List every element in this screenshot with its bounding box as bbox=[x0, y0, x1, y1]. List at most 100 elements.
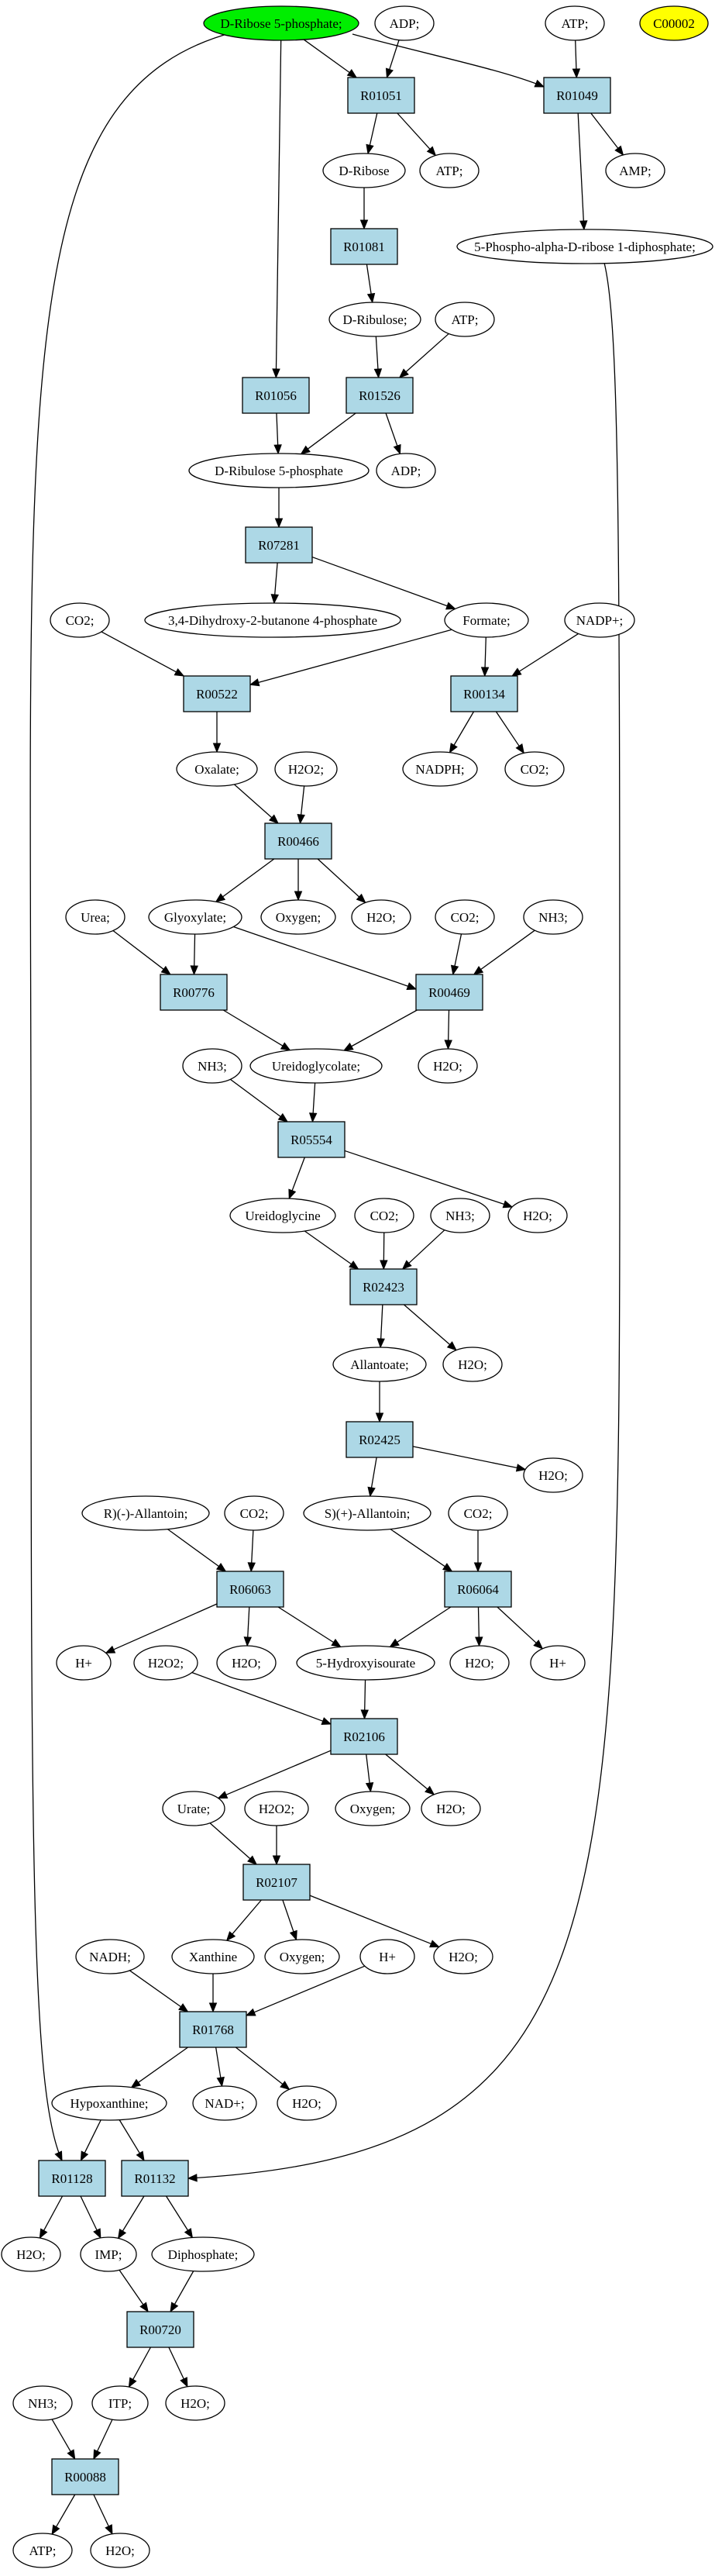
compound-node-c_h2o_1[interactable]: H2O; bbox=[351, 899, 411, 935]
compound-node-c_urate[interactable]: Urate; bbox=[162, 1791, 225, 1826]
reaction-node-r_R02423[interactable]: R02423 bbox=[349, 1268, 418, 1305]
compound-node-c_hypoxanthine[interactable]: Hypoxanthine; bbox=[51, 2085, 167, 2121]
compound-node-c_prpp[interactable]: 5-Phospho-alpha-D-ribose 1-diphosphate; bbox=[456, 229, 713, 264]
node-label: ITP; bbox=[108, 2396, 132, 2411]
compound-node-c_glyoxylate[interactable]: Glyoxylate; bbox=[148, 899, 242, 935]
compound-node-c_formate[interactable]: Formate; bbox=[444, 602, 529, 638]
compound-node-c_atp3[interactable]: ATP; bbox=[435, 302, 495, 337]
compound-node-c_co2_3[interactable]: CO2; bbox=[435, 899, 495, 935]
compound-node-c_allantoate[interactable]: Allantoate; bbox=[332, 1347, 427, 1382]
reaction-node-r_R06063[interactable]: R06063 bbox=[216, 1571, 284, 1608]
compound-node-c_h2o_7[interactable]: H2O; bbox=[449, 1645, 510, 1681]
compound-node-c_ureidoglycine[interactable]: Ureidoglycine bbox=[229, 1198, 336, 1233]
node-label: NADPH; bbox=[415, 762, 464, 777]
reaction-node-r_R00522[interactable]: R00522 bbox=[183, 675, 251, 712]
reaction-node-r_R06064[interactable]: R06064 bbox=[444, 1571, 512, 1608]
compound-node-c_imp[interactable]: IMP; bbox=[80, 2236, 137, 2272]
reaction-node-r_R00720[interactable]: R00720 bbox=[126, 2311, 194, 2348]
compound-node-c_h2o_13[interactable]: H2O; bbox=[90, 2533, 150, 2568]
node-label: R01049 bbox=[556, 88, 598, 103]
compound-node-c_co2_6[interactable]: CO2; bbox=[448, 1495, 508, 1531]
compound-node-c_h2o_12[interactable]: H2O; bbox=[165, 2385, 225, 2421]
compound-node-c_nadph[interactable]: NADPH; bbox=[402, 751, 478, 787]
node-label: H2O; bbox=[232, 1656, 261, 1671]
compound-node-c_h2o_10[interactable]: H2O; bbox=[277, 2085, 337, 2121]
compound-node-c_amp[interactable]: AMP; bbox=[605, 153, 665, 188]
reaction-node-r_R01056[interactable]: R01056 bbox=[242, 377, 310, 414]
reaction-node-r_R07281[interactable]: R07281 bbox=[245, 526, 313, 564]
compound-node-c_oxygen1[interactable]: Oxygen; bbox=[260, 899, 336, 935]
compound-node-c_adp2[interactable]: ADP; bbox=[376, 453, 436, 488]
compound-node-c_dhbp[interactable]: 3,4-Dihydroxy-2-butanone 4-phosphate bbox=[144, 602, 401, 638]
compound-node-c_ureidoglycolate[interactable]: Ureidoglycolate; bbox=[249, 1048, 383, 1084]
reaction-node-r_R02107[interactable]: R02107 bbox=[242, 1864, 311, 1901]
compound-node-c_nadp[interactable]: NADP+; bbox=[564, 602, 635, 638]
compound-node-c_atp_top[interactable]: ATP; bbox=[545, 5, 605, 41]
compound-node-c_co2_4[interactable]: CO2; bbox=[354, 1198, 414, 1233]
reaction-node-r_R01049[interactable]: R01049 bbox=[543, 77, 611, 114]
compound-node-c_nh3_4[interactable]: NH3; bbox=[12, 2385, 73, 2421]
compound-node-c_h2o_8[interactable]: H2O; bbox=[421, 1791, 481, 1826]
compound-node-c_h2o_11[interactable]: H2O; bbox=[1, 2236, 61, 2272]
compound-node-c_h2o2_3[interactable]: H2O2; bbox=[244, 1791, 309, 1826]
compound-node-c_oxygen3[interactable]: Oxygen; bbox=[264, 1939, 340, 1974]
reaction-node-r_R00134[interactable]: R00134 bbox=[450, 675, 518, 712]
compound-node-c_oxalate[interactable]: Oxalate; bbox=[176, 751, 258, 787]
compound-node-c_co2_5[interactable]: CO2; bbox=[224, 1495, 284, 1531]
compound-node-c_h2o_6[interactable]: H2O; bbox=[216, 1645, 277, 1681]
compound-node-c_h_1[interactable]: H+ bbox=[56, 1645, 112, 1681]
edge-line bbox=[191, 1671, 324, 1723]
reaction-node-r_R02106[interactable]: R02106 bbox=[330, 1718, 398, 1755]
compound-node-c_h_3[interactable]: H+ bbox=[359, 1939, 415, 1974]
compound-node-c_s_allantoin[interactable]: S)(+)-Allantoin; bbox=[303, 1495, 431, 1531]
reaction-node-r_R01081[interactable]: R01081 bbox=[330, 228, 398, 265]
compound-node-c_r_allantoin[interactable]: R)(-)-Allantoin; bbox=[81, 1495, 210, 1531]
compound-node-c_hydroxyisourate[interactable]: 5-Hydroxyisourate bbox=[296, 1645, 435, 1681]
compound-node-c_h2o_2[interactable]: H2O; bbox=[418, 1048, 478, 1084]
reaction-node-r_R00776[interactable]: R00776 bbox=[160, 974, 228, 1011]
reaction-node-r_R01128[interactable]: R01128 bbox=[38, 2160, 106, 2197]
compound-node-c_h2o2_2[interactable]: H2O2; bbox=[133, 1645, 198, 1681]
compound-node-c_nh3_3[interactable]: NH3; bbox=[430, 1198, 490, 1233]
compound-node-c_atp4[interactable]: ATP; bbox=[12, 2533, 73, 2568]
compound-node-c_nh3_1[interactable]: NH3; bbox=[523, 899, 583, 935]
compound-node-c_c00002[interactable]: C00002 bbox=[639, 5, 709, 41]
compound-node-c_nh3_2[interactable]: NH3; bbox=[182, 1048, 242, 1084]
compound-node-c_h2o_5[interactable]: H2O; bbox=[523, 1457, 583, 1493]
compound-ellipse bbox=[359, 1939, 415, 1974]
reaction-node-r_R00088[interactable]: R00088 bbox=[51, 2458, 119, 2495]
compound-node-c_xanthine[interactable]: Xanthine bbox=[171, 1939, 255, 1974]
reaction-node-r_R05554[interactable]: R05554 bbox=[277, 1121, 346, 1158]
compound-node-c_dribulose[interactable]: D-Ribulose; bbox=[328, 302, 421, 337]
compound-node-c_co2_2[interactable]: CO2; bbox=[504, 751, 565, 787]
compound-node-c_h2o_4[interactable]: H2O; bbox=[442, 1347, 503, 1382]
compound-node-c_nad[interactable]: NAD+; bbox=[192, 2085, 257, 2121]
arrowhead-icon bbox=[511, 667, 522, 677]
node-label: Urate; bbox=[177, 1802, 210, 1816]
compound-node-c_co2_1[interactable]: CO2; bbox=[50, 602, 110, 638]
compound-node-c_oxygen2[interactable]: Oxygen; bbox=[335, 1791, 411, 1826]
compound-node-c_urea[interactable]: Urea; bbox=[65, 899, 125, 935]
compound-node-c_h_2[interactable]: H+ bbox=[530, 1645, 586, 1681]
reaction-node-r_R01051[interactable]: R01051 bbox=[347, 77, 415, 114]
compound-node-c_adp1[interactable]: ADP; bbox=[374, 5, 435, 41]
compound-node-c_h2o_9[interactable]: H2O; bbox=[433, 1939, 493, 1974]
reaction-node-r_R02425[interactable]: R02425 bbox=[346, 1421, 414, 1458]
compound-node-c_h2o2_1[interactable]: H2O2; bbox=[274, 751, 338, 787]
reaction-node-r_R01132[interactable]: R01132 bbox=[121, 2160, 189, 2197]
node-label: AMP; bbox=[619, 164, 652, 178]
edge-c_ribose5p-to-r_R01051 bbox=[303, 39, 358, 78]
reaction-node-r_R01526[interactable]: R01526 bbox=[346, 377, 414, 414]
reaction-node-r_R00469[interactable]: R00469 bbox=[415, 974, 483, 1011]
compound-node-c_ribose5p[interactable]: D-Ribose 5-phosphate; bbox=[203, 5, 359, 41]
reaction-node-r_R00466[interactable]: R00466 bbox=[264, 822, 332, 860]
compound-node-c_ribulose5p[interactable]: D-Ribulose 5-phosphate bbox=[188, 453, 370, 488]
reaction-node-r_R01768[interactable]: R01768 bbox=[179, 2011, 247, 2048]
compound-node-c_dribose[interactable]: D-Ribose bbox=[322, 153, 406, 188]
compound-node-c_itp[interactable]: ITP; bbox=[91, 2385, 149, 2421]
node-label: Ureidoglycine bbox=[245, 1209, 320, 1223]
compound-node-c_h2o_3[interactable]: H2O; bbox=[507, 1198, 568, 1233]
compound-node-c_nadh[interactable]: NADH; bbox=[75, 1939, 145, 1974]
compound-node-c_diphosphate[interactable]: Diphosphate; bbox=[151, 2236, 255, 2272]
compound-node-c_atp2[interactable]: ATP; bbox=[419, 153, 480, 188]
